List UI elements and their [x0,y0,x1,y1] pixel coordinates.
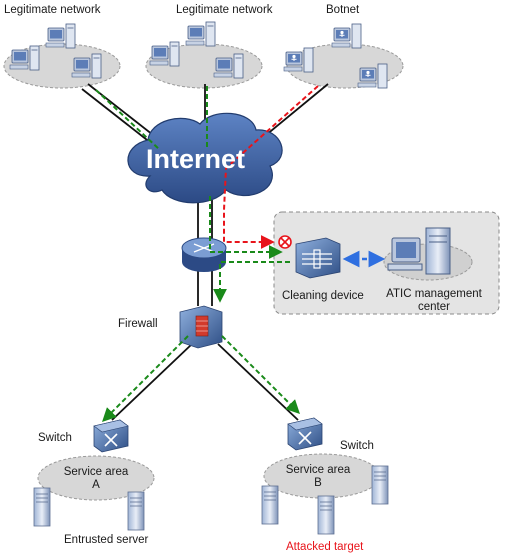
switch-icon [93,419,129,453]
service-area-b-line2: B [314,477,322,489]
internet-label: Internet [146,144,246,174]
botnet-label: Botnet [326,4,360,16]
service-area-a [37,455,155,501]
zombie-pc-icon [331,23,362,49]
legit-traffic [95,86,300,422]
cleaning-device-label: Cleaning device [282,290,364,302]
server-icon [33,487,51,527]
atic-label: ATIC management center [374,288,494,314]
atic-server-icon [387,227,451,275]
firewall-label: Firewall [118,318,158,330]
switch-right-label: Switch [340,440,374,452]
legit-left-label: Legitimate network [4,4,101,16]
server-icon [371,465,389,505]
service-area-b-label: Service area B [278,464,358,490]
atic-label-line2: center [418,301,450,313]
block-icon [278,235,292,249]
legit-center-label: Legitimate network [176,4,273,16]
pc-icon [185,21,216,47]
service-area-a-line2: A [92,479,100,491]
cleaning-device-icon [295,237,341,279]
atic-label-line1: ATIC management [386,288,482,300]
switch-left-label: Switch [38,432,72,444]
firewall-icon [179,305,223,349]
attack-traffic [223,85,319,249]
attacked-target-label: Attacked target [286,541,364,553]
entrusted-server-label: Entrusted server [64,534,149,546]
service-area-a-line1: Service area [63,466,129,478]
service-area-b-line1: Service area [285,464,351,476]
service-area-a-label: Service area A [56,466,136,492]
zombie-pc-icon [283,47,314,73]
pc-icon [45,23,76,49]
internet-cloud [127,112,283,204]
server-icon [317,495,335,535]
server-icon [127,491,145,531]
pc-icon [149,41,180,67]
switch-icon [287,417,323,451]
server-icon [261,485,279,525]
